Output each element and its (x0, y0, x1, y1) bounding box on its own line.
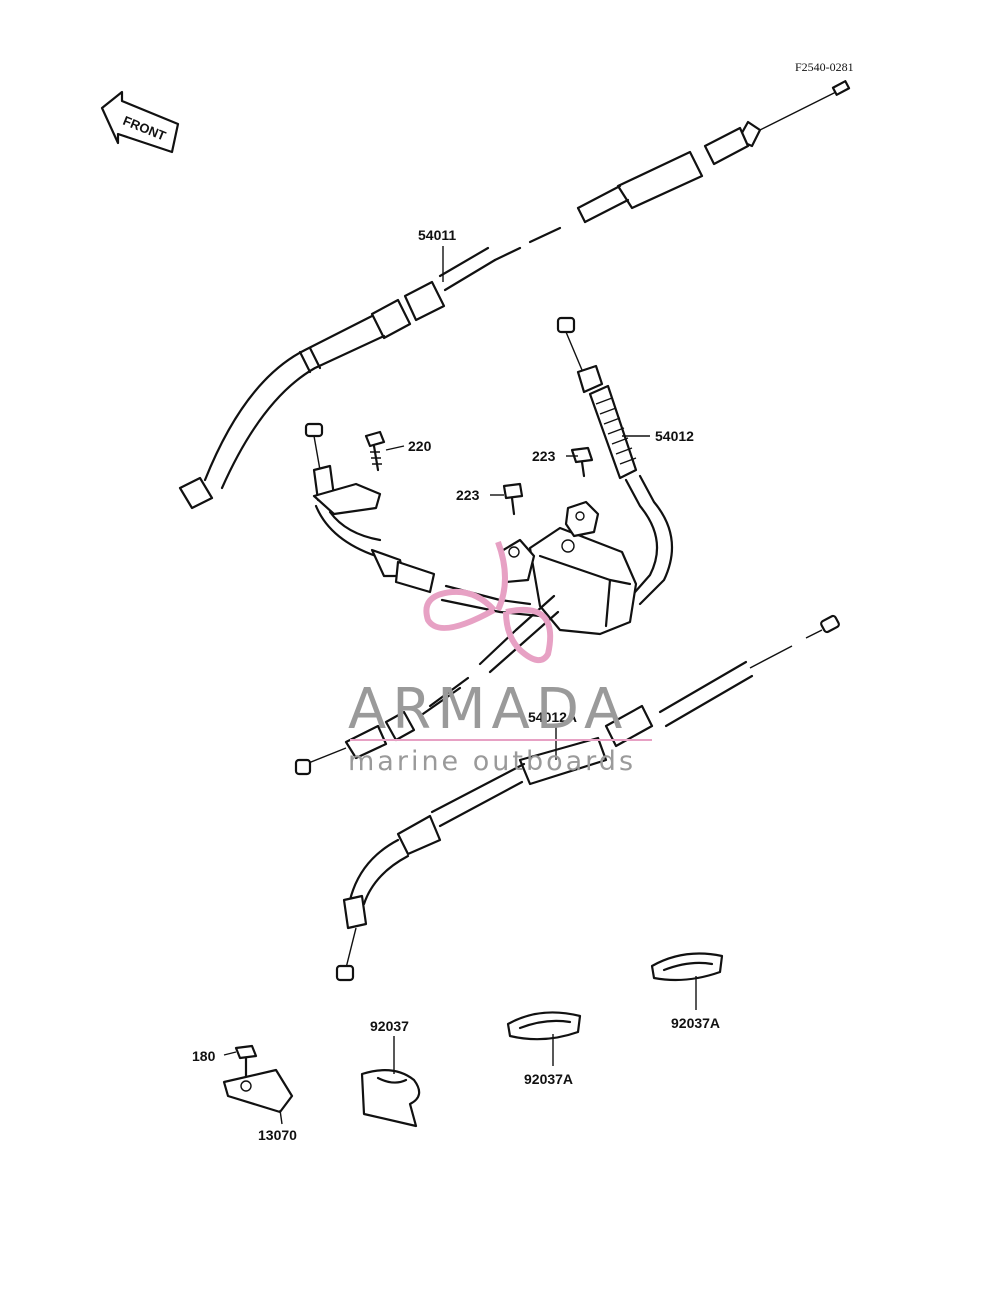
label-92037: 92037 (370, 1018, 409, 1034)
cable-54011 (178, 80, 851, 510)
label-223-b: 223 (456, 487, 480, 503)
junction-box (498, 500, 638, 636)
watermark-logo-icon (423, 540, 554, 663)
label-92037a-2: 92037A (671, 1015, 720, 1031)
clamp-92037a-2 (650, 952, 724, 982)
clamp-92037a-1 (506, 1011, 582, 1041)
watermark-brand: ARMADA (348, 677, 628, 742)
screw-220 (364, 430, 386, 472)
label-54012a: 54012A (528, 709, 577, 725)
label-92037a-1: 92037A (524, 1071, 573, 1087)
bracket-13070 (222, 1068, 294, 1114)
label-54012: 54012 (655, 428, 694, 444)
screw-223-a (570, 446, 594, 478)
front-arrow-icon: FRONT (100, 90, 180, 154)
cable-54012 (556, 316, 674, 606)
clamp-92037 (360, 1069, 421, 1128)
label-13070: 13070 (258, 1127, 297, 1143)
watermark-tagline: marine outboards (348, 746, 636, 777)
label-54011: 54011 (418, 227, 456, 243)
watermark: ARMADA marine outboards (348, 540, 652, 777)
cable-lower-left (294, 676, 470, 776)
bolt-180 (234, 1044, 258, 1080)
cable-54012a (335, 614, 840, 982)
leader-lines (223, 246, 697, 1125)
diagram-code: F2540-0281 (795, 60, 854, 74)
screw-223-b (502, 482, 524, 516)
label-223-a: 223 (532, 448, 556, 464)
label-180: 180 (192, 1048, 216, 1064)
cable-bracket (304, 422, 560, 674)
label-220: 220 (408, 438, 432, 454)
